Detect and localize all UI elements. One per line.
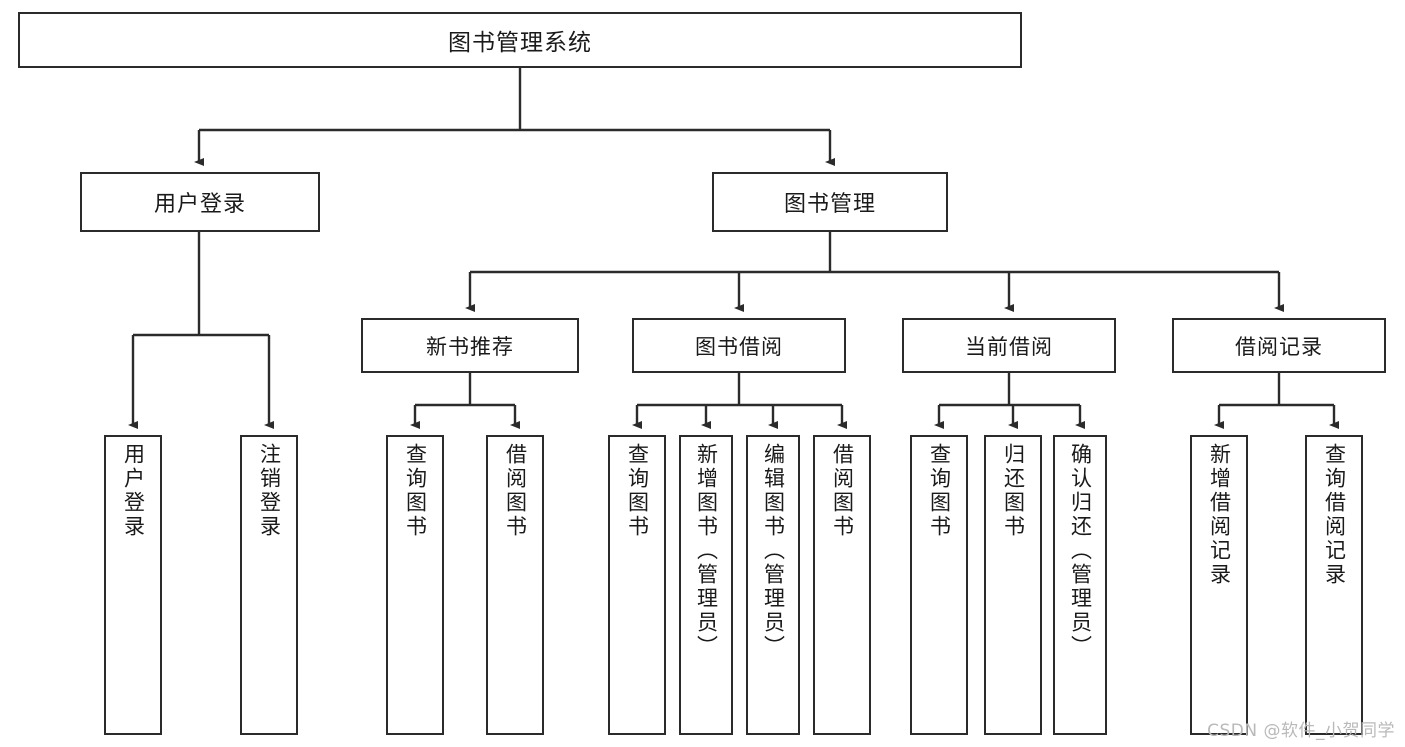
node-user-login-label: 用户登录 (153, 192, 246, 217)
node-book-borrow[interactable]: 图书借阅 (632, 318, 846, 373)
leaf-records-query-record[interactable]: 查询借阅记录 (1305, 435, 1363, 735)
leaf-user-logout[interactable]: 注销登录 (240, 435, 298, 735)
leaf-current-return-book[interactable]: 归还图书 (984, 435, 1042, 735)
node-book-management[interactable]: 图书管理 (712, 172, 948, 232)
leaf-user-logout-label: 注销登录 (257, 443, 282, 539)
node-book-management-label: 图书管理 (783, 192, 876, 217)
leaf-current-query-book[interactable]: 查询图书 (910, 435, 968, 735)
leaf-borrow-query-book-label: 查询图书 (625, 443, 650, 539)
node-borrow-records-label: 借阅记录 (1235, 334, 1323, 359)
node-root-label: 图书管理系统 (448, 30, 592, 56)
leaf-records-query-record-label: 查询借阅记录 (1322, 443, 1347, 587)
leaf-borrow-lend-book-label: 借阅图书 (830, 443, 855, 539)
node-new-book-recommend-label: 新书推荐 (426, 334, 514, 359)
node-root-system[interactable]: 图书管理系统 (18, 12, 1022, 68)
leaf-borrow-edit-book-admin-label: 编辑图书（管理员） (761, 443, 786, 659)
node-new-book-recommend[interactable]: 新书推荐 (361, 318, 579, 373)
leaf-newbook-borrow-book-label: 借阅图书 (503, 443, 528, 539)
leaf-borrow-lend-book[interactable]: 借阅图书 (813, 435, 871, 735)
leaf-newbook-query-book-label: 查询图书 (403, 443, 428, 539)
node-borrow-records[interactable]: 借阅记录 (1172, 318, 1386, 373)
leaf-newbook-borrow-book[interactable]: 借阅图书 (486, 435, 544, 735)
leaf-borrow-add-book-admin[interactable]: 新增图书（管理员） (679, 435, 733, 735)
leaf-user-login-label: 用户登录 (121, 443, 146, 539)
leaf-current-confirm-return-admin[interactable]: 确认归还（管理员） (1053, 435, 1107, 735)
node-current-borrow-label: 当前借阅 (965, 334, 1053, 359)
leaf-current-confirm-return-admin-label: 确认归还（管理员） (1068, 443, 1093, 659)
leaf-user-login[interactable]: 用户登录 (104, 435, 162, 735)
leaf-current-query-book-label: 查询图书 (927, 443, 952, 539)
leaf-newbook-query-book[interactable]: 查询图书 (386, 435, 444, 735)
leaf-current-return-book-label: 归还图书 (1001, 443, 1026, 539)
leaf-borrow-edit-book-admin[interactable]: 编辑图书（管理员） (746, 435, 800, 735)
leaf-borrow-add-book-admin-label: 新增图书（管理员） (694, 443, 719, 659)
node-user-login[interactable]: 用户登录 (80, 172, 320, 232)
leaf-borrow-query-book[interactable]: 查询图书 (608, 435, 666, 735)
csdn-watermark: CSDN @软件_小贺同学 (1207, 721, 1395, 741)
node-book-borrow-label: 图书借阅 (695, 334, 783, 359)
leaf-records-add-record[interactable]: 新增借阅记录 (1190, 435, 1248, 735)
leaf-records-add-record-label: 新增借阅记录 (1207, 443, 1232, 587)
node-current-borrow[interactable]: 当前借阅 (902, 318, 1116, 373)
